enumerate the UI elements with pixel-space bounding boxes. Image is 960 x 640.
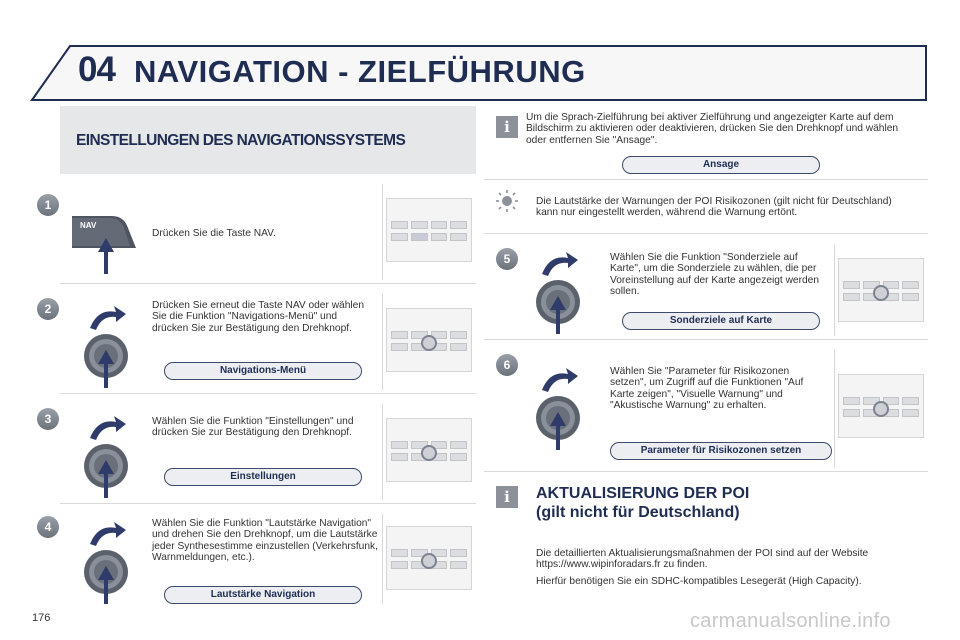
step-number: 4 [37,516,59,538]
menu-item-navigations-menu[interactable]: Navigations-Menü [164,362,362,380]
tip-block: Die Lautstärke der Warnungen der POI Ris… [484,186,928,234]
chapter-number: 04 [78,50,116,89]
nav-button-label: NAV [80,221,97,230]
menu-item-sonderziele-auf-karte[interactable]: Sonderziele auf Karte [622,312,820,330]
step-number: 1 [37,194,59,216]
section-title-box: EINSTELLUNGEN DES NAVIGATIONSSYSTEMS [60,106,476,174]
step-text: Drücken Sie die Taste NAV. [152,228,276,239]
step-2: 2 Drücken Sie erneut die Taste NAV oder … [37,290,476,394]
step-4: 4 Wählen Sie die Funktion "Lautstärke Na… [37,510,476,608]
step-text: Drücken Sie erneut die Taste NAV oder wä… [152,300,364,334]
info-icon: i [496,116,518,138]
step-text: Wählen Sie "Parameter für Risikozonen se… [610,366,804,412]
step-number: 6 [496,354,518,376]
divider [834,350,835,468]
step-number: 5 [496,248,518,270]
update-poi-text-2: Hierfür benötigen Sie ein SDHC-kompatibl… [536,576,862,587]
menu-item-einstellungen[interactable]: Einstellungen [164,468,362,486]
left-column: EINSTELLUNGEN DES NAVIGATIONSSYSTEMS 1 N… [37,106,476,608]
panel-thumbnail [838,374,924,438]
info-icon: i [496,486,518,508]
rotary-knob-icon [84,416,128,498]
divider [382,184,383,280]
step-1: 1 NAV Drücken Sie die Taste NAV. [37,180,476,284]
info-text: Um die Sprach-Zielführung bei aktiver Zi… [526,112,899,146]
tip-text: Die Lautstärke der Warnungen der POI Ris… [536,196,892,219]
lightbulb-icon [496,190,518,212]
rotary-knob-icon [84,306,128,388]
rotary-knob-icon [84,522,128,604]
right-column: i Um die Sprach-Zielführung bei aktiver … [484,106,928,608]
menu-item-ansage[interactable]: Ansage [622,156,820,174]
step-text: Wählen Sie die Funktion "Sonderziele auf… [610,252,819,298]
step-text: Wählen Sie die Funktion "Einstellungen" … [152,416,354,439]
divider [382,514,383,604]
rotary-knob-icon [536,252,580,334]
header-frame [30,45,927,101]
step-5: 5 Wählen Sie die Funktion "Sonderziele a… [484,240,928,340]
step-number: 2 [37,298,59,320]
update-poi-title-line-2: (gilt nicht für Deutschland) [536,504,740,521]
panel-thumbnail [386,418,472,482]
menu-item-parameter-risikozonen[interactable]: Parameter für Risikozonen setzen [610,442,832,460]
rotary-knob-icon [536,368,580,450]
step-3: 3 Wählen Sie die Funktion "Einstellungen… [37,400,476,504]
section-title-frame [60,106,476,174]
nav-button-icon [72,216,136,274]
step-6: 6 Wählen Sie "Parameter für Risikozonen … [484,346,928,472]
divider [834,244,835,336]
page-number: 176 [32,612,51,624]
panel-thumbnail [838,258,924,322]
panel-thumbnail [386,308,472,372]
section-title: EINSTELLUNGEN DES NAVIGATIONSSYSTEMS [76,132,406,149]
watermark: carmanualsonline.info [690,610,891,632]
panel-thumbnail [386,526,472,590]
update-poi-title-line-1: AKTUALISIERUNG DER POI [536,485,750,502]
divider [382,294,383,390]
info-block-ansage: i Um die Sprach-Zielführung bei aktiver … [484,106,928,180]
page-title: NAVIGATION - ZIELFÜHRUNG [134,54,586,89]
update-poi-title: AKTUALISIERUNG DER POI (gilt nicht für D… [536,484,749,522]
step-number: 3 [37,408,59,430]
update-poi-text-1: Die detaillierten Aktualisierungsmaßnahm… [536,548,869,571]
divider [382,404,383,500]
page-header: 04 NAVIGATION - ZIELFÜHRUNG [30,44,928,102]
panel-thumbnail [386,198,472,262]
menu-item-lautstaerke-navigation[interactable]: Lautstärke Navigation [164,586,362,604]
step-text: Wählen Sie die Funktion "Lautstärke Navi… [152,518,378,564]
